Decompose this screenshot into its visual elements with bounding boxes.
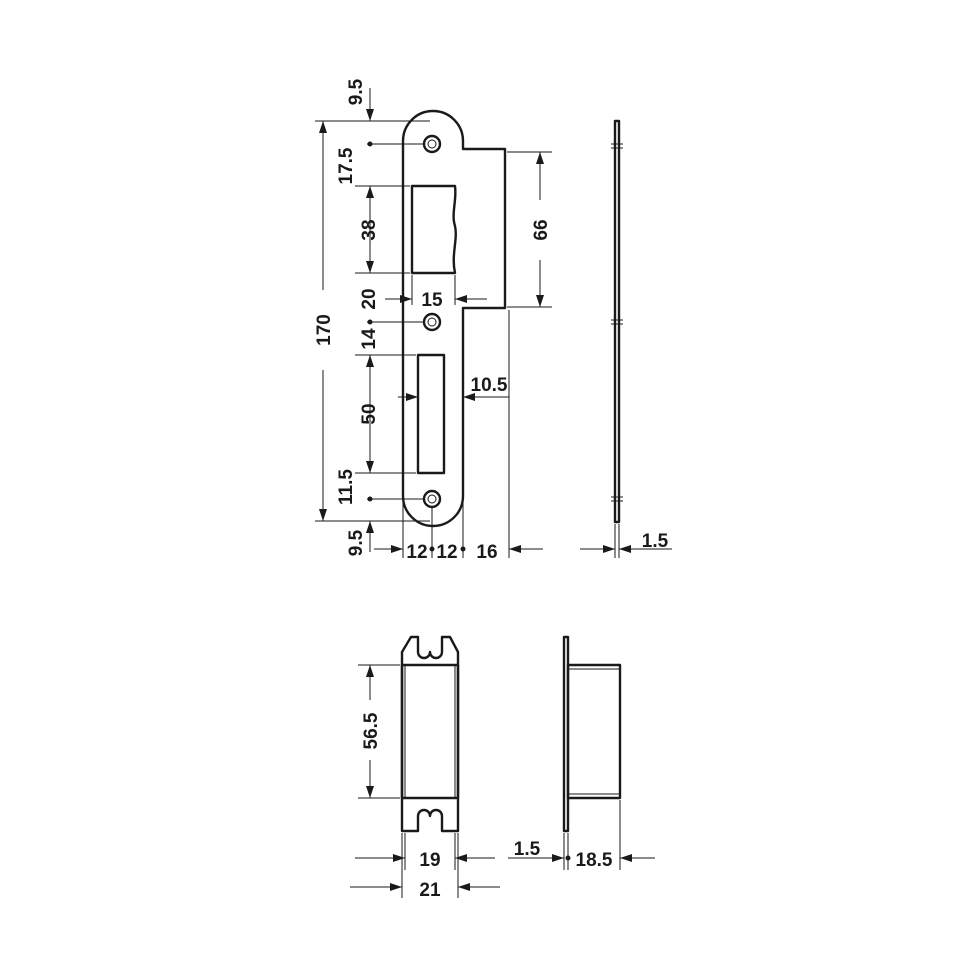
dim-hole-to-lower-box: 14 (359, 328, 380, 350)
dim-width-mid: 12 (436, 542, 457, 563)
dim-keep-outer-width: 21 (419, 880, 441, 901)
dim-keep-depth: 18.5 (576, 850, 613, 871)
bottom-width-chain (374, 545, 543, 553)
box-keep-side-view (508, 635, 655, 870)
dim-lip-height: 66 (531, 219, 552, 240)
dim-bottom-offset: 9.5 (346, 529, 367, 556)
dim-top-offset: 9.5 (346, 78, 367, 105)
dim-keep-height: 56.5 (361, 712, 382, 749)
box-keep-front-view (350, 635, 500, 898)
dim-upper-box-width: 15 (421, 290, 443, 311)
strike-plate-front-view (401, 109, 507, 528)
lower-strike-opening (416, 353, 446, 475)
dim-box-to-hole: 20 (359, 288, 380, 309)
dim-keep-flange: 1.5 (514, 839, 541, 860)
dim-lower-box-offset: 10.5 (471, 375, 508, 396)
upper-strike-opening (410, 184, 457, 275)
dim-plate-thickness: 1.5 (642, 531, 669, 552)
dim-hole-to-box: 17.5 (336, 147, 357, 184)
front-extension-lines (315, 120, 552, 558)
total-height-dimension (319, 121, 327, 521)
dim-keep-inner-width: 19 (419, 850, 440, 871)
strike-plate-side-view (580, 119, 672, 558)
dim-upper-box-height: 38 (359, 219, 380, 240)
lower-box-offset-dimension (398, 393, 509, 401)
left-dimension-chain (366, 88, 374, 552)
dim-lower-margin: 11.5 (336, 469, 357, 505)
box-keep-outline (400, 635, 460, 833)
upper-box-width-dimension (385, 295, 487, 303)
dim-lip-width: 16 (476, 542, 497, 563)
dim-width-left: 12 (406, 542, 427, 563)
dim-lower-box-height: 50 (359, 403, 380, 424)
dim-total-height: 170 (314, 314, 335, 346)
lip-height-dimension (536, 152, 544, 307)
